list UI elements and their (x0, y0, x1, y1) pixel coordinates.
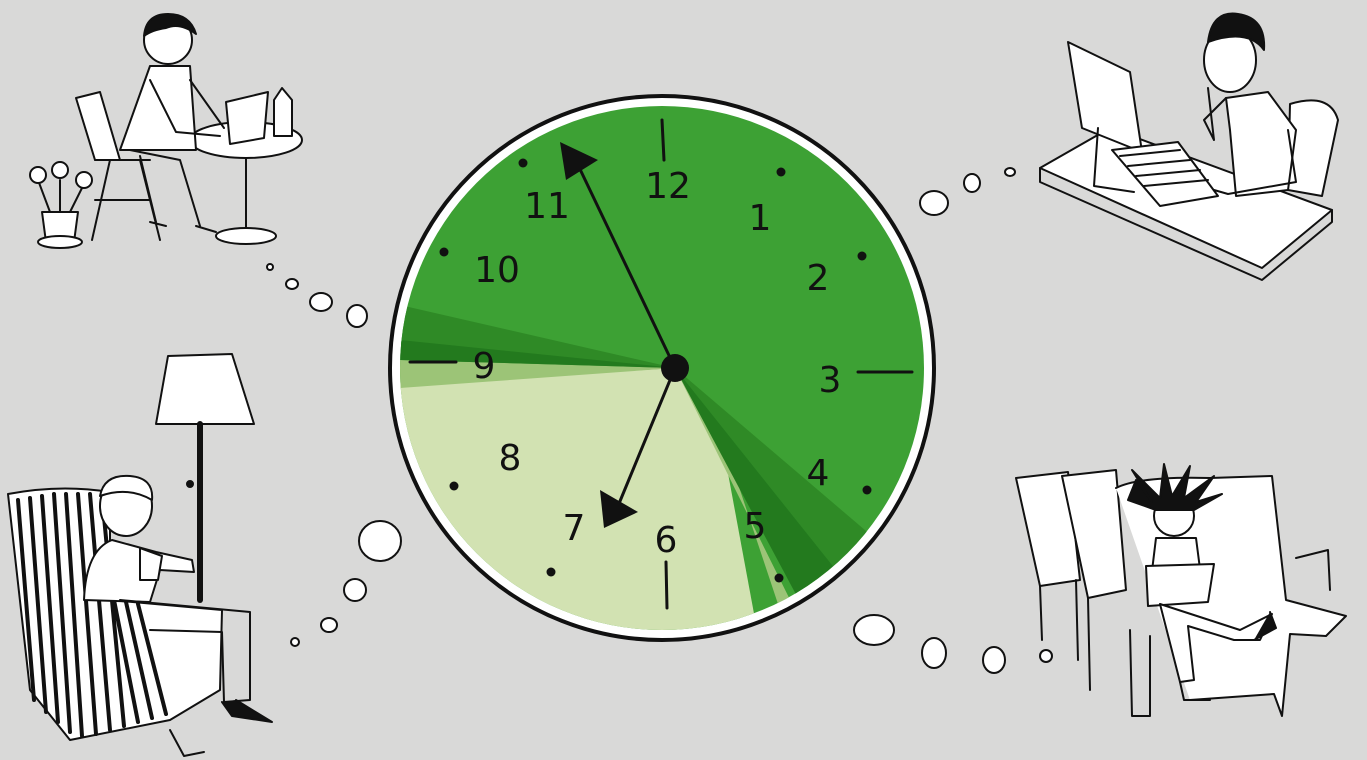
clock-numeral-10: 10 (474, 250, 520, 291)
clock-numeral-9: 9 (473, 346, 496, 387)
clock-numeral-11: 11 (524, 186, 570, 227)
person-at-desk-computer (1040, 14, 1338, 280)
clock-numeral-1: 1 (749, 198, 772, 239)
clock-numeral-4: 4 (807, 453, 830, 494)
clock-numeral-3: 3 (819, 360, 842, 401)
person-in-armchair (8, 354, 272, 756)
clock: 12 1 2 3 4 5 6 7 8 9 10 11 (380, 90, 960, 700)
person-at-cafe-table (30, 14, 302, 248)
clock-numeral-12: 12 (645, 166, 691, 207)
clock-numeral-8: 8 (499, 438, 522, 479)
clock-numeral-2: 2 (807, 258, 830, 299)
clock-numeral-7: 7 (563, 508, 586, 549)
clock-numeral-5: 5 (744, 506, 767, 547)
clock-numeral-6: 6 (655, 520, 678, 561)
person-in-waiting-seats (1016, 464, 1346, 716)
clock-center-pin (661, 354, 689, 382)
